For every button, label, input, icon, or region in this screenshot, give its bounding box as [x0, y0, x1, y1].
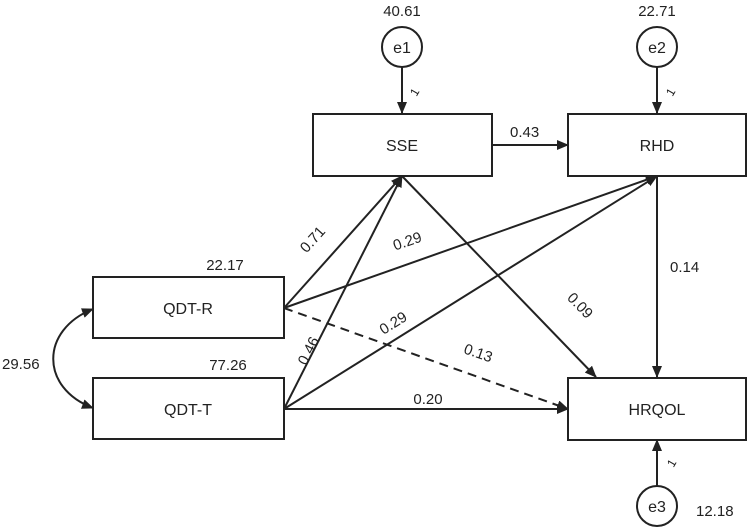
path-sse-hrqol [401, 175, 597, 378]
node-label-hrqol: HRQOL [629, 402, 686, 419]
error-node-e2: e2 [636, 26, 678, 68]
node-hrqol: HRQOL [567, 377, 747, 441]
node-qdt-r: QDT-R [92, 276, 285, 339]
error-node-e3: e3 [636, 485, 678, 527]
coef-rhd-hrqol: 0.14 [670, 259, 699, 276]
node-label-qdt-r: QDT-R [163, 301, 213, 318]
variance-e3: 12.18 [696, 503, 734, 520]
node-label-rhd: RHD [640, 138, 675, 155]
coef-qdtr-sse: 0.71 [297, 223, 329, 256]
variance-e1: 40.61 [383, 3, 421, 20]
loading-e3: 1 [664, 456, 680, 469]
node-sse: SSE [312, 113, 493, 177]
variance-qdt-r: 22.17 [206, 257, 244, 274]
path-arrows [52, 67, 662, 486]
node-label-qdt-t: QDT-T [164, 402, 212, 419]
variance-e2: 22.71 [638, 3, 676, 20]
error-label-e3: e3 [648, 499, 666, 516]
covariance-arc [52, 308, 94, 409]
node-qdt-t: QDT-T [92, 377, 285, 440]
path-qdtr-rhd [283, 174, 658, 309]
coef-qdtr-rhd: 0.29 [391, 229, 424, 255]
loading-e1: 1 [407, 85, 423, 98]
path-qdtr-hrqol [283, 307, 569, 411]
node-label-sse: SSE [386, 138, 418, 155]
coef-sse-hrqol: 0.09 [564, 289, 597, 322]
coef-qdtr-hrqol: 0.13 [462, 341, 495, 367]
error-node-e1: e1 [381, 26, 423, 68]
loading-e2: 1 [663, 85, 679, 98]
variance-qdt-t: 77.26 [209, 357, 247, 374]
coef-sse-rhd: 0.43 [510, 124, 539, 141]
covariance-label: 29.56 [2, 356, 40, 373]
path-qdtt-sse [283, 175, 403, 410]
error-label-e1: e1 [393, 40, 411, 57]
error-label-e2: e2 [648, 40, 666, 57]
node-rhd: RHD [567, 113, 747, 177]
path-qdtt-rhd [283, 175, 658, 410]
path-qdtr-sse [283, 175, 403, 309]
coef-qdtt-hrqol: 0.20 [413, 391, 442, 408]
